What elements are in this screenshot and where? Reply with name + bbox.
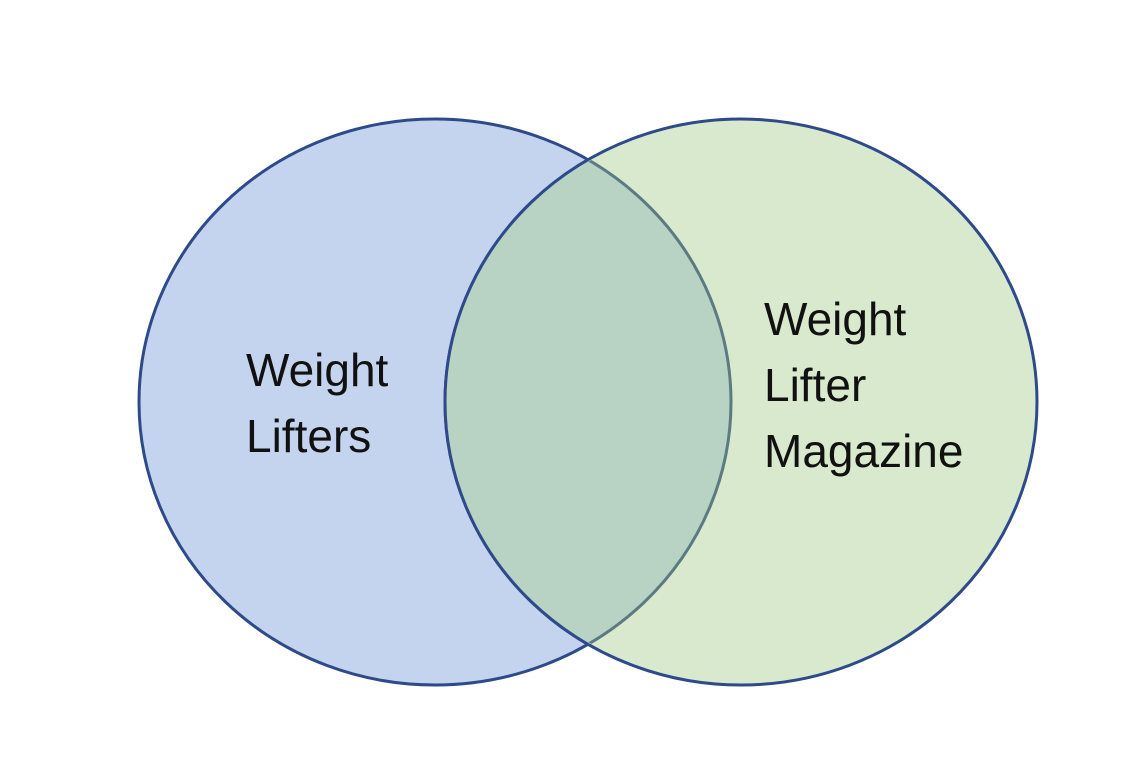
label-line: Lifters [246, 410, 371, 462]
set-label-weight-lifters: Weight Lifters [246, 344, 401, 462]
set-label-weight-lifter-magazine: Weight Lifter Magazine [764, 293, 963, 477]
label-line: Weight [764, 293, 907, 345]
label-line: Lifter [764, 359, 866, 411]
intersection-outline [443, 119, 731, 685]
intersection-region [445, 119, 731, 685]
intersection-inner-arc [447, 121, 733, 683]
label-line: Magazine [764, 425, 963, 477]
label-line: Weight [246, 344, 389, 396]
